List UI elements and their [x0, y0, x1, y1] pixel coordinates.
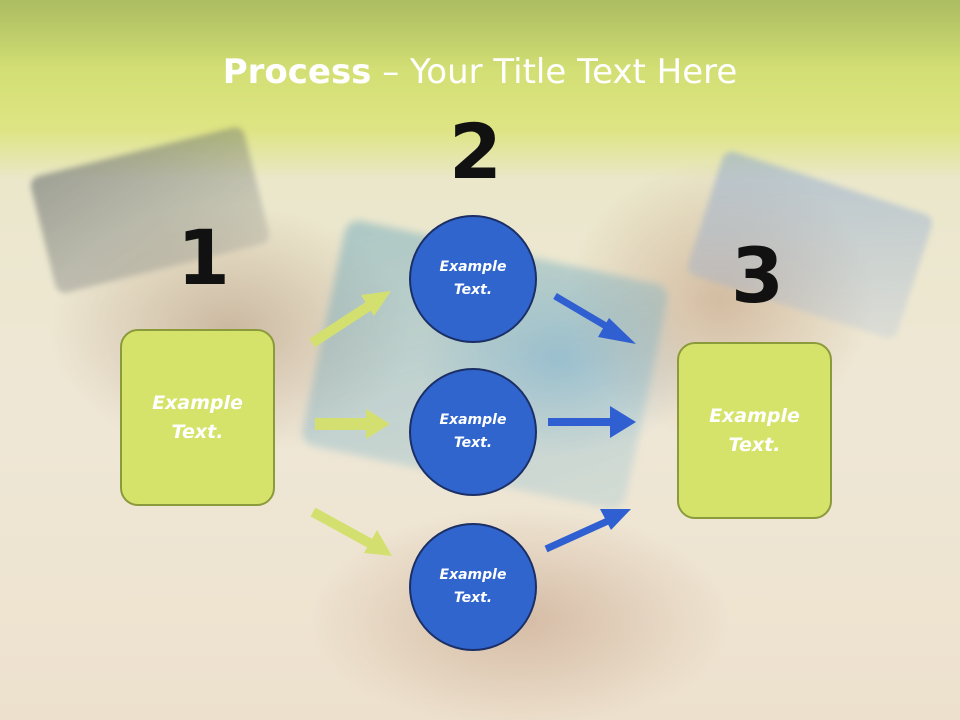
green-arrow-right-icon	[315, 409, 390, 439]
green-arrow-up-icon	[309, 291, 391, 348]
title-strong: Process	[222, 52, 372, 92]
circle-bottom-line2: Text.	[453, 590, 493, 606]
circle-top-line2: Text.	[453, 282, 493, 298]
blue-arrow-down-icon	[553, 292, 636, 344]
step-number-2: 2	[449, 107, 502, 196]
blue-arrow-up-icon	[544, 509, 631, 553]
blue-arrow-right-icon	[548, 406, 636, 438]
step-number-1: 1	[177, 213, 230, 302]
step-number-3: 3	[731, 231, 784, 320]
circle-middle-line2: Text.	[453, 435, 493, 451]
circle-bottom-line1: Example	[439, 567, 507, 583]
circle-middle-line1: Example	[439, 412, 507, 428]
box-right-line2: Text.	[728, 433, 781, 456]
green-arrow-down-icon	[310, 507, 392, 556]
box-left-line1: Example	[152, 391, 243, 414]
box-left-line2: Text.	[171, 420, 224, 443]
process-circle-top: Example Text.	[409, 215, 537, 343]
process-box-right: Example Text.	[677, 342, 832, 519]
process-circle-middle: Example Text.	[409, 368, 537, 496]
title-rest: – Your Title Text Here	[371, 52, 738, 92]
process-circle-bottom: Example Text.	[409, 523, 537, 651]
box-right-line1: Example	[709, 404, 800, 427]
process-box-left: Example Text.	[120, 329, 275, 506]
slide-title: Process – Your Title Text Here	[0, 52, 960, 92]
circle-top-line1: Example	[439, 259, 507, 275]
